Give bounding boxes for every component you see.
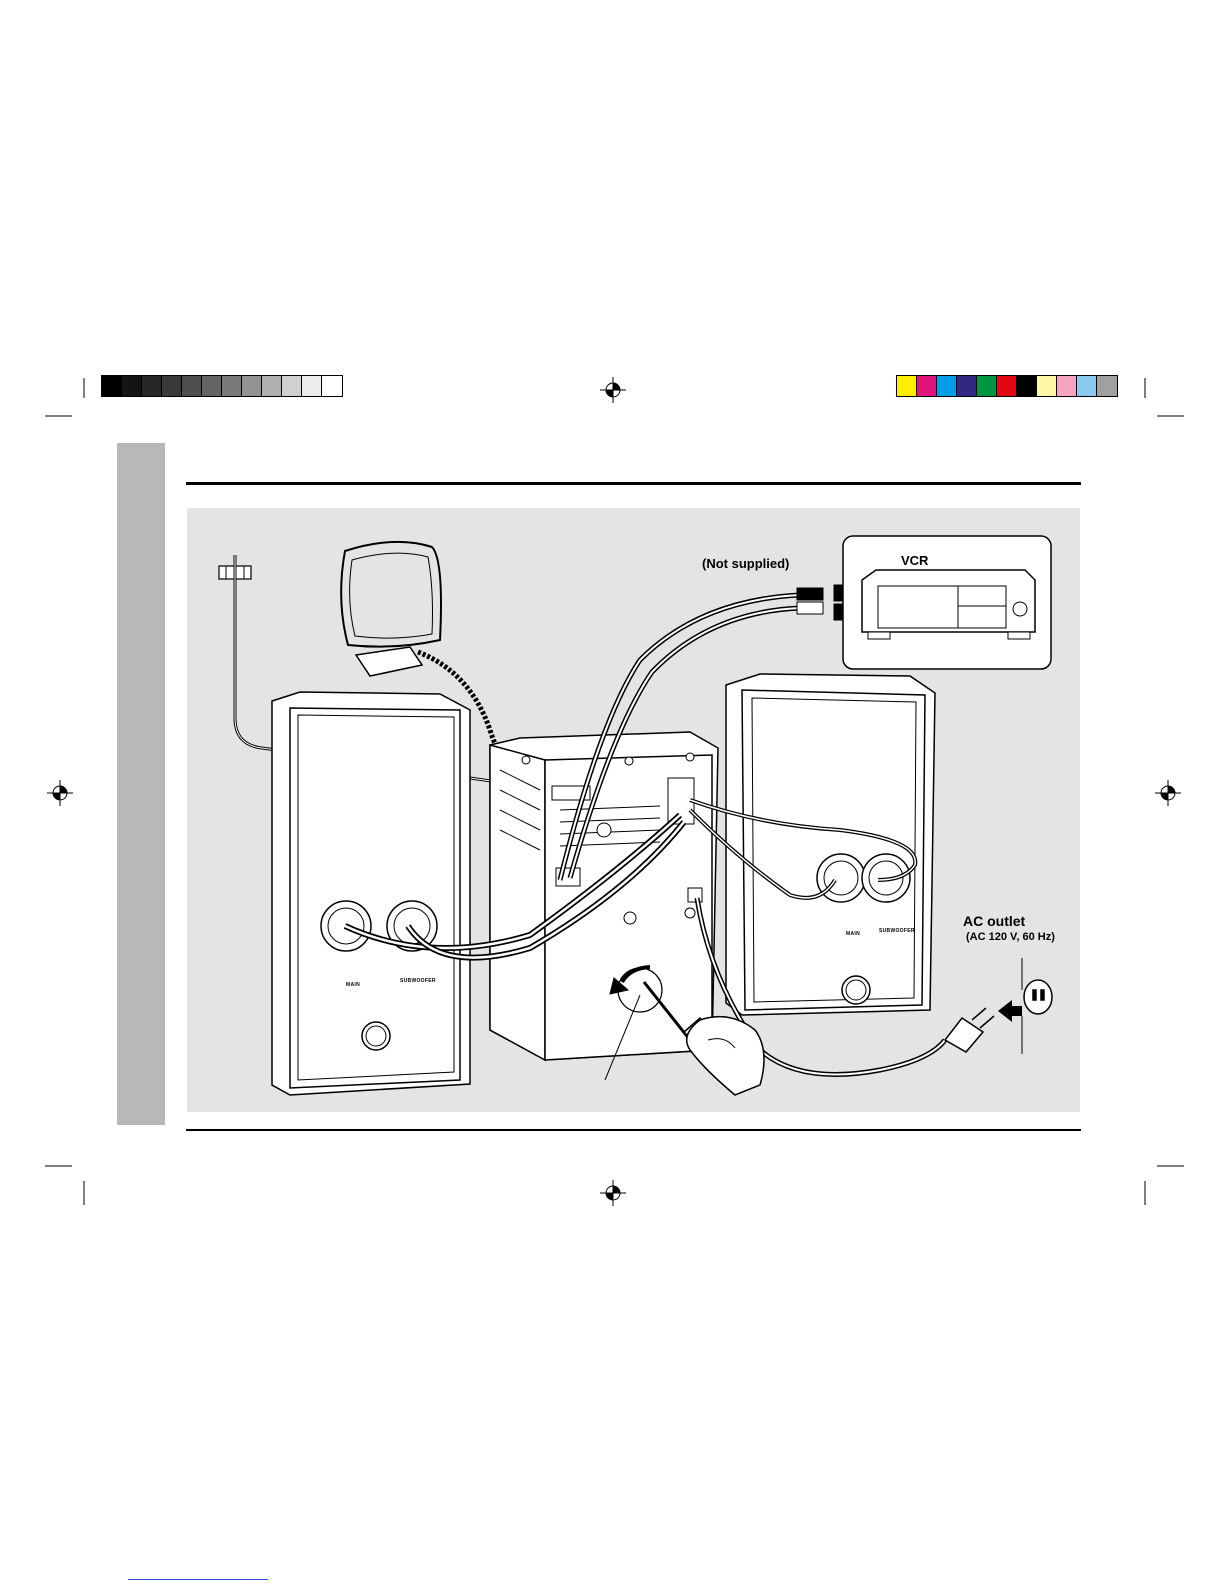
ac-outlet-icon — [1024, 980, 1052, 1014]
right-subwoofer-label: SUBWOOFER — [879, 928, 915, 934]
bottom-underline — [128, 1579, 268, 1580]
right-main-label: MAIN — [846, 931, 860, 937]
plug-arrow-icon — [998, 1000, 1022, 1022]
ac-plug-icon — [945, 1008, 994, 1052]
left-main-label: MAIN — [346, 982, 360, 988]
bottom-rule — [186, 1129, 1081, 1131]
vcr-icon — [843, 536, 1051, 669]
speaker-icon — [272, 692, 470, 1095]
vcr-label: VCR — [901, 553, 928, 568]
not-supplied-label: (Not supplied) — [702, 556, 789, 571]
ac-outlet-label: AC outlet — [963, 913, 1025, 929]
left-subwoofer-label: SUBWOOFER — [400, 978, 436, 984]
ac-spec-label: (AC 120 V, 60 Hz) — [966, 931, 1055, 943]
